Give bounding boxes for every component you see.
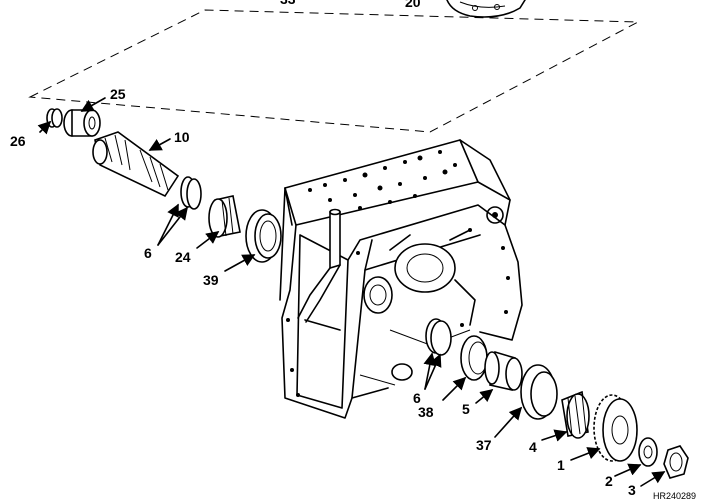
callout-24: 24 <box>175 249 191 265</box>
callout-20: 20 <box>405 0 421 10</box>
part-26-nut <box>46 108 63 128</box>
part-1-gear <box>593 394 638 462</box>
part-24-cone <box>208 195 241 238</box>
callout-5: 5 <box>462 401 470 417</box>
callout-labels: 33 20 25 26 10 6 24 39 6 38 5 37 4 1 2 3… <box>10 0 696 501</box>
pinion-shaft-10 <box>92 131 180 198</box>
dashed-assembly-outline <box>28 9 640 133</box>
callout-25: 25 <box>110 86 126 102</box>
part-2-washer <box>638 437 658 467</box>
callout-6-lower: 6 <box>413 390 421 406</box>
part-38-cup <box>460 335 488 381</box>
part-3-nut <box>663 445 689 479</box>
leader-arrows <box>37 97 666 487</box>
part-4-cone <box>561 390 590 439</box>
callout-26: 26 <box>10 133 26 149</box>
callout-4: 4 <box>529 439 537 455</box>
part-6-upper-shims <box>180 176 202 210</box>
top-partial-part <box>446 0 526 18</box>
callout-6-upper: 6 <box>144 245 152 261</box>
callout-10: 10 <box>174 129 190 145</box>
callout-3: 3 <box>628 482 636 498</box>
callout-2: 2 <box>605 473 613 489</box>
figure-reference-code: HR240289 <box>653 491 696 501</box>
callout-37: 37 <box>476 437 492 453</box>
part-25-bearing <box>63 109 101 137</box>
callout-39: 39 <box>203 272 219 288</box>
callout-38: 38 <box>418 404 434 420</box>
part-37-cup <box>520 364 558 420</box>
part-5-bearing <box>484 350 523 391</box>
callout-1: 1 <box>557 457 565 473</box>
part-6-lower-shims <box>425 318 452 356</box>
transmission-housing <box>279 139 523 419</box>
callout-33: 33 <box>280 0 296 7</box>
part-39-cup <box>245 209 282 263</box>
